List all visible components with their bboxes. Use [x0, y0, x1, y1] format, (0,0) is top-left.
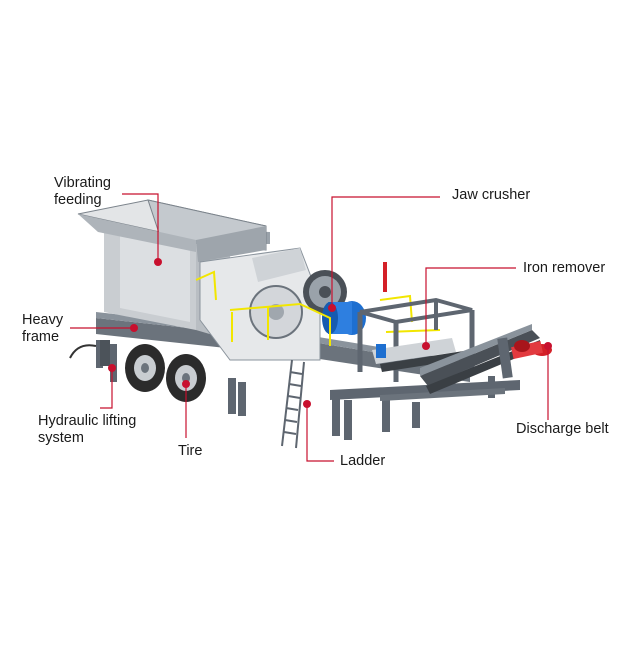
ladder-drawing [281, 359, 305, 449]
label-tire: Tire [178, 443, 203, 459]
callout-dot-iron-remover [422, 342, 430, 350]
jaw-crusher-drawing [199, 247, 366, 361]
label-iron-remover: Iron remover [523, 260, 606, 276]
hopper-drawing [77, 199, 267, 262]
label-jaw-crusher: Jaw crusher [452, 187, 531, 203]
tires-drawing [125, 344, 206, 402]
label-hydraulic-lifting-system: Hydraulic lifting system [38, 413, 136, 447]
hydraulic-cylinder-drawing [69, 340, 110, 366]
callout-line-jaw-crusher [331, 196, 440, 308]
callout-line-vibrating-feeding [122, 193, 159, 262]
label-vibrating-feeding-line2: feeding [54, 192, 102, 208]
callout-dot-jaw-crusher [328, 304, 336, 312]
discharge-belt-drawing [420, 324, 552, 394]
label-hydraulic-line2: system [38, 430, 84, 446]
callout-line-ladder [306, 404, 334, 462]
callout-dot-heavy-frame [130, 324, 138, 332]
label-heavy-frame-line1: Heavy [22, 312, 64, 328]
iron-remover-drawing [357, 262, 475, 382]
callout-dot-vibrating-feeding [154, 258, 162, 266]
callout-line-iron-remover [425, 267, 516, 346]
callout-dot-ladder [303, 400, 311, 408]
callout-dots [108, 258, 552, 408]
callout-line-hydraulic [100, 368, 113, 409]
label-vibrating-feeding-line1: Vibrating [54, 175, 111, 191]
label-heavy-frame-line2: frame [22, 329, 60, 345]
label-vibrating-feeding: Vibrating feeding [54, 175, 111, 209]
callout-lines [70, 193, 549, 462]
label-ladder: Ladder [340, 453, 386, 469]
safety-rails-drawing [195, 270, 441, 346]
callout-dot-discharge-belt [544, 342, 552, 350]
label-heavy-frame: Heavy frame [22, 312, 63, 346]
label-discharge-belt: Discharge belt [516, 421, 609, 437]
label-hydraulic-line1: Hydraulic lifting [38, 413, 137, 429]
callout-dot-tire [182, 380, 190, 388]
callout-dot-hydraulic [108, 364, 116, 372]
